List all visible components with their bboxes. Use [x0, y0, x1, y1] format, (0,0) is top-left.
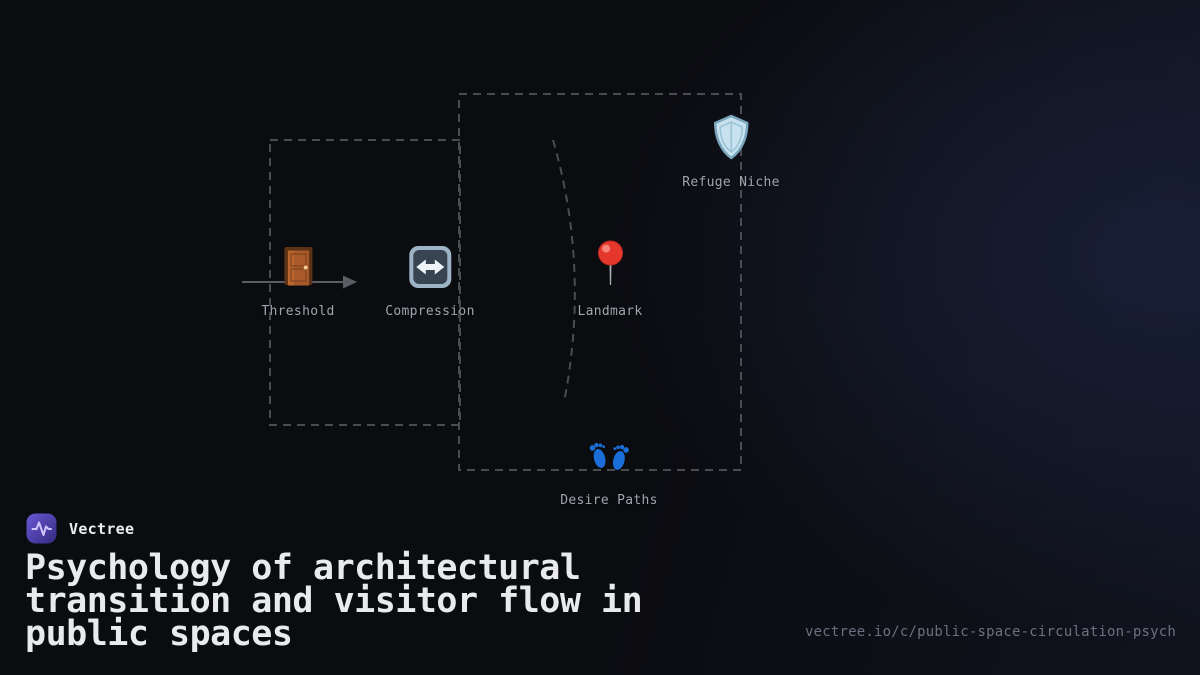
pushpin-icon — [597, 240, 623, 286]
divider-curve — [552, 139, 576, 403]
node-threshold: Threshold — [261, 246, 334, 319]
brand-row: Vectree — [26, 513, 134, 544]
node-label: Threshold — [261, 304, 335, 319]
node-label: Refuge Niche — [682, 175, 780, 190]
node-landmark: Landmark — [577, 240, 642, 319]
compression-icon — [408, 246, 452, 288]
node-desire-paths: Desire Paths — [560, 437, 658, 508]
node-refuge-niche: Refuge Niche — [682, 114, 780, 190]
flow-arrow-head-icon — [343, 275, 357, 289]
node-label: Compression — [385, 304, 475, 319]
node-label: Landmark — [577, 304, 643, 319]
node-compression: Compression — [385, 246, 474, 319]
door-icon — [283, 246, 313, 286]
page-title: Psychology of architectural transition a… — [25, 548, 643, 654]
node-label: Desire Paths — [560, 493, 658, 508]
page-url: vectree.io/c/public-space-circulation-ps… — [804, 624, 1176, 640]
shield-icon — [711, 114, 751, 160]
brand-name: Vectree — [69, 519, 135, 538]
footprints-icon — [587, 437, 631, 475]
vectree-logo-icon — [26, 513, 57, 544]
